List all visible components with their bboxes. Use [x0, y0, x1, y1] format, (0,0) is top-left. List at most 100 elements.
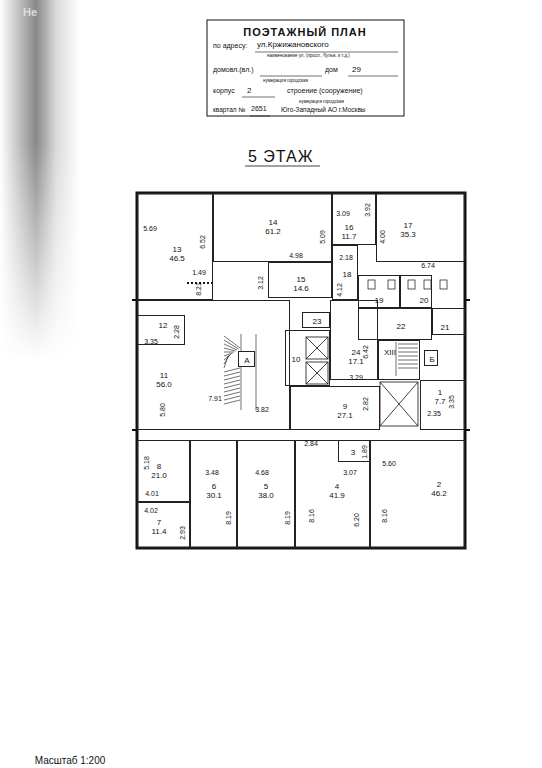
room-label: 1461.2: [265, 218, 281, 236]
room-area: 11.7: [342, 232, 357, 241]
stamp-text: Юго-Западный АО г.Москвы: [281, 106, 366, 114]
dimension: 4.68: [255, 469, 269, 477]
room-number: 16: [342, 223, 357, 232]
dimension: 6.42: [362, 345, 370, 359]
room-number: 22: [397, 322, 406, 331]
room: XIII: [378, 340, 420, 380]
room-number: 3: [351, 448, 355, 457]
dimension: 3.35: [448, 395, 456, 409]
dimension: 3.92: [364, 203, 372, 217]
stamp-text: нумерация городская: [263, 78, 308, 84]
room-number: 12: [159, 321, 168, 330]
stair-tread: [398, 360, 418, 361]
dimension: 3.29: [349, 374, 363, 382]
room-number: 18: [343, 270, 352, 279]
dimension: 2.28: [173, 325, 181, 339]
room-label: 630.1: [206, 482, 222, 500]
room-area: 11.4: [152, 527, 167, 536]
stamp-text: дом: [325, 66, 338, 74]
room-label: 441.9: [329, 482, 345, 500]
room: 18: [332, 245, 358, 300]
dimension: 8.16: [308, 509, 316, 523]
stair-tread: [398, 344, 418, 345]
dimension: 3.48: [205, 469, 219, 477]
room-number: А: [244, 356, 249, 365]
dimension: 2.93: [179, 526, 187, 540]
room: 246.2: [370, 440, 465, 548]
room-number: 21: [441, 323, 450, 332]
room-area: 38.0: [258, 491, 274, 500]
room: 1735.3: [376, 193, 465, 262]
room: А: [238, 351, 255, 367]
dimension: 1.49: [192, 269, 206, 277]
floor-title: 5 ЭТАЖ: [248, 148, 314, 166]
dimension: 4.12: [336, 283, 344, 297]
room-label: 3: [351, 448, 355, 457]
room: 538.0: [237, 440, 295, 548]
stair-tread: [224, 380, 240, 384]
room-area: 7.7: [434, 397, 445, 406]
room: 22: [358, 308, 432, 340]
room: 821.0: [137, 440, 190, 502]
stair-tread: [224, 340, 239, 349]
dimension: 5.69: [143, 225, 157, 233]
room-number: XIII: [384, 348, 396, 357]
room: 23: [302, 312, 330, 328]
stamp-text: 29: [352, 65, 361, 74]
room: 21: [432, 308, 465, 335]
room-label: 1611.7: [342, 223, 357, 241]
room-label: 12: [159, 321, 168, 330]
stair-treads: [224, 334, 418, 410]
room: 19: [358, 275, 400, 308]
title-underline: [245, 166, 320, 167]
stair-tread: [224, 352, 234, 353]
dimension: 8.19: [225, 511, 233, 525]
stair-tread: [256, 334, 257, 410]
stair-tread: [224, 396, 240, 400]
room-number: 20: [420, 296, 429, 305]
room-label: 10: [292, 355, 301, 364]
dimension: 2.18: [339, 254, 353, 262]
stair-tread: [224, 353, 233, 356]
room-area: 46.5: [169, 254, 185, 263]
title-stamp: ПОЭТАЖНЫЙ ПЛАНпо адресу:ул.Кржижановског…: [207, 20, 404, 116]
dimension: 6.20: [353, 513, 361, 527]
room-number: 8: [151, 462, 167, 471]
room: 10: [285, 330, 330, 386]
dimension: 2.35: [427, 410, 441, 418]
room-number: Б: [429, 355, 434, 364]
room-label: 21: [441, 323, 450, 332]
dimension: 5.60: [382, 460, 396, 468]
room: 1461.2: [213, 193, 332, 262]
room-label: 1735.3: [400, 221, 416, 239]
room-area: 35.3: [400, 230, 416, 239]
dimension: 5.18: [143, 456, 151, 470]
dimension: 5.09: [319, 230, 327, 244]
room-label: А: [244, 356, 249, 365]
sanitary-fixtures: [368, 280, 447, 289]
stair-tread: [224, 348, 236, 351]
room-area: 17.1: [348, 357, 364, 366]
room-label: 1156.0: [156, 371, 172, 389]
room-label: 2417.1: [348, 348, 364, 366]
watermark: Не: [23, 6, 37, 18]
room-number: 14: [265, 218, 281, 227]
room-label: 927.1: [337, 402, 353, 420]
stair-tread: [398, 368, 418, 369]
stair-tread: [396, 342, 397, 376]
dimension: 6.74: [421, 262, 435, 270]
room: Б: [424, 350, 438, 366]
room-area: 61.2: [265, 227, 281, 236]
stamp-text: строение (сооружение): [287, 87, 363, 95]
dimension: 3.07: [343, 469, 357, 477]
room-label: 711.4: [152, 518, 167, 536]
room-number: 1: [434, 388, 445, 397]
building-outline: [132, 193, 470, 548]
stair-tread: [224, 388, 240, 392]
room-number: 2: [431, 480, 447, 489]
dimension: 6.52: [199, 235, 207, 249]
room-label: 821.0: [151, 462, 167, 480]
dimension: 4.02: [144, 507, 158, 515]
room-number: 13: [169, 245, 185, 254]
lift-shafts: [306, 337, 418, 426]
